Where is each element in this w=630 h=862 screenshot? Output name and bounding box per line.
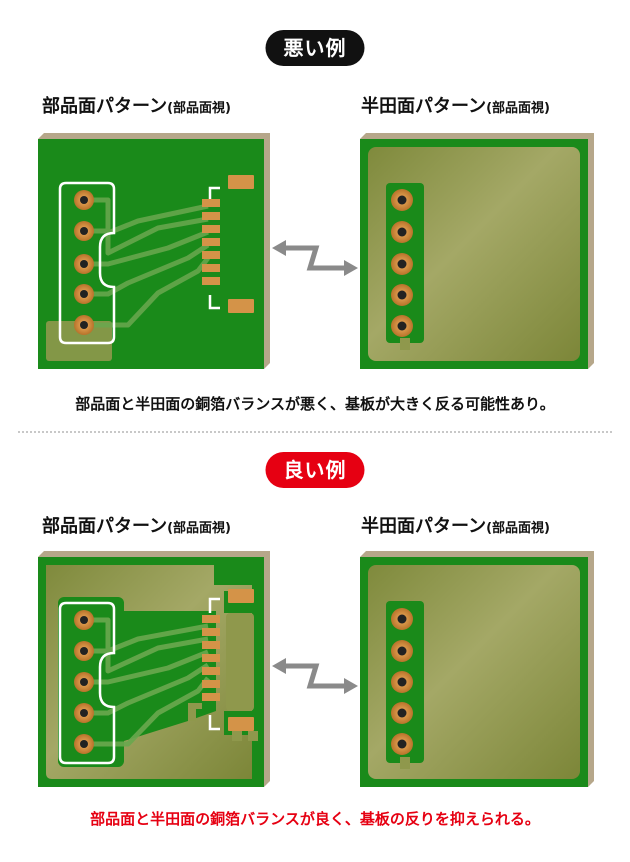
bad-component-side-board <box>38 133 270 369</box>
bad-component-side-title: 部品面パターン(部品面視) <box>42 92 231 118</box>
bad-solder-title-text: 半田面パターン <box>361 96 487 117</box>
good-solder-side-title: 半田面パターン(部品面視) <box>361 512 550 538</box>
good-component-side-title: 部品面パターン(部品面視) <box>42 512 231 538</box>
good-solder-title-text: 半田面パターン <box>361 516 487 537</box>
bad-example-caption: 部品面と半田面の銅箔バランスが悪く、基板が大きく反る可能性あり。 <box>75 395 555 413</box>
good-solder-view-text: (部品面視) <box>486 521 550 536</box>
good-example-caption: 部品面と半田面の銅箔バランスが良く、基板の反りを抑えられる。 <box>90 810 540 828</box>
bad-component-pads <box>74 190 94 335</box>
bad-component-view-text: (部品面視) <box>167 101 231 116</box>
bad-solder-side-title: 半田面パターン(部品面視) <box>361 92 550 118</box>
good-solder-side-board <box>360 551 594 787</box>
good-component-side-board <box>38 551 270 787</box>
good-component-view-text: (部品面視) <box>167 521 231 536</box>
bad-component-title-text: 部品面パターン <box>42 96 168 117</box>
bad-flip-arrow-icon <box>272 240 358 276</box>
section-divider <box>18 431 612 433</box>
bad-solder-side-board <box>360 133 594 369</box>
bad-solder-view-text: (部品面視) <box>486 101 550 116</box>
bad-example-badge: 悪い例 <box>265 30 365 66</box>
good-flip-arrow-icon <box>272 658 358 694</box>
good-example-badge: 良い例 <box>265 452 365 488</box>
good-component-title-text: 部品面パターン <box>42 516 168 537</box>
